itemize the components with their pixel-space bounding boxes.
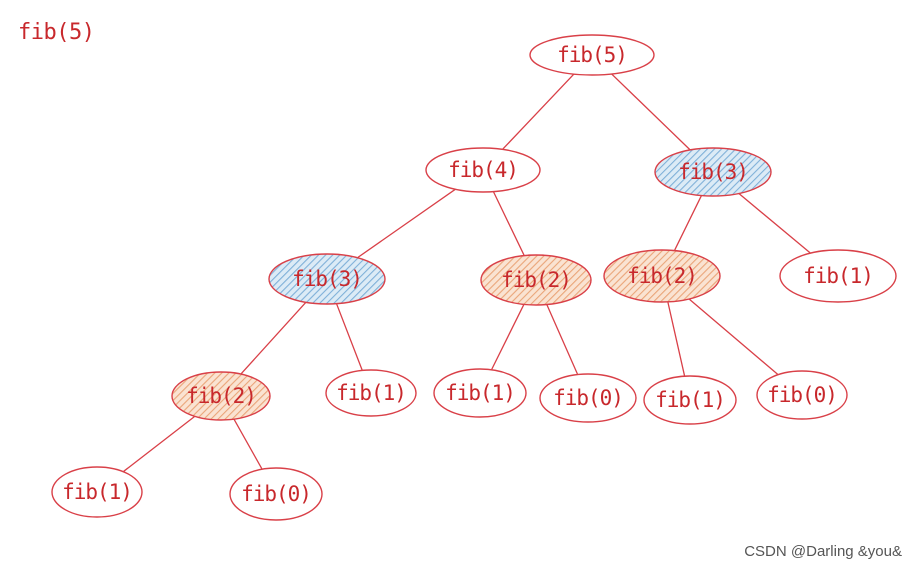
node-ellipse <box>425 147 541 193</box>
edge-n6-n12 <box>666 297 686 376</box>
node-label: fib(3) <box>678 160 748 184</box>
node-ellipse <box>654 147 772 197</box>
tree-node-n1: fib(5) <box>529 34 655 76</box>
tree-node-n15: fib(0) <box>229 467 323 521</box>
edge-n4-n9 <box>334 299 363 371</box>
tree-node-n5: fib(2) <box>480 254 592 306</box>
node-label: fib(2) <box>186 384 256 408</box>
node-label: fib(1) <box>803 264 873 288</box>
node-label: fib(3) <box>292 267 362 291</box>
tree-node-n2: fib(4) <box>425 147 541 193</box>
node-label: fib(0) <box>767 383 837 407</box>
node-ellipse <box>779 249 897 303</box>
tree-node-n9: fib(1) <box>325 369 417 417</box>
tree-node-n14: fib(1) <box>51 466 143 518</box>
edge-n6-n13 <box>685 295 778 375</box>
tree-node-n6: fib(2) <box>603 249 721 303</box>
node-label: fib(0) <box>553 386 623 410</box>
node-ellipse <box>643 375 737 425</box>
node-label: fib(1) <box>655 388 725 412</box>
tree-node-n3: fib(3) <box>654 147 772 197</box>
edge-n4-n8 <box>240 298 310 374</box>
edge-n5-n11 <box>544 300 578 375</box>
tree-node-n10: fib(1) <box>433 368 527 418</box>
edge-n1-n3 <box>608 70 691 150</box>
node-ellipse <box>325 369 417 417</box>
node-ellipse <box>529 34 655 76</box>
edge-n8-n15 <box>231 415 263 469</box>
tree-node-n12: fib(1) <box>643 375 737 425</box>
edge-n5-n10 <box>491 300 527 370</box>
node-label: fib(4) <box>448 158 518 182</box>
node-ellipse <box>171 371 271 421</box>
edges-layer <box>123 70 811 472</box>
node-label: fib(5) <box>557 43 627 67</box>
tree-node-n11: fib(0) <box>539 373 637 423</box>
node-label: fib(2) <box>627 264 697 288</box>
node-ellipse <box>539 373 637 423</box>
node-ellipse <box>603 249 721 303</box>
node-label: fib(0) <box>241 482 311 506</box>
tree-node-n8: fib(2) <box>171 371 271 421</box>
edge-n3-n7 <box>735 190 811 254</box>
watermark: CSDN @Darling &you& <box>744 543 902 560</box>
edge-n2-n5 <box>491 187 525 256</box>
edge-n2-n4 <box>357 186 460 258</box>
node-ellipse <box>480 254 592 306</box>
node-ellipse <box>229 467 323 521</box>
node-label: fib(1) <box>62 480 132 504</box>
edge-n8-n14 <box>123 413 199 472</box>
node-label: fib(1) <box>336 381 406 405</box>
nodes-layer: fib(5) fib(4) fib(3) fib(3) fib(2) fib(2) fib(… <box>51 34 897 521</box>
tree-node-n7: fib(1) <box>779 249 897 303</box>
edge-n3-n6 <box>674 191 704 251</box>
node-ellipse <box>433 368 527 418</box>
node-label: fib(1) <box>445 381 515 405</box>
node-ellipse <box>756 370 848 420</box>
tree-node-n13: fib(0) <box>756 370 848 420</box>
edge-n1-n2 <box>502 70 578 150</box>
tree-node-n4: fib(3) <box>268 253 386 305</box>
page-title: fib(5) <box>18 20 95 45</box>
node-label: fib(2) <box>501 268 571 292</box>
node-ellipse <box>268 253 386 305</box>
node-ellipse <box>51 466 143 518</box>
